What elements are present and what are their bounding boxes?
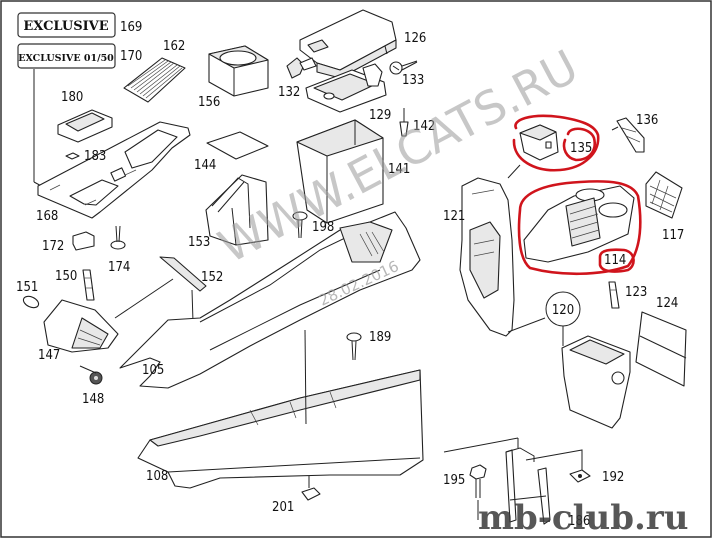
label-121: 121	[443, 209, 465, 224]
part-180-bezel[interactable]	[57, 109, 113, 143]
part-121-frame[interactable]	[459, 177, 515, 337]
label-186: 186	[568, 514, 590, 529]
label-132: 132	[278, 85, 300, 100]
part-105-console-upper[interactable]	[119, 211, 421, 389]
label-114: 114	[604, 253, 626, 268]
label-126: 126	[404, 31, 426, 46]
part-108-console-lower[interactable]	[137, 329, 424, 489]
label-123: 123	[625, 285, 647, 300]
label-141: 141	[388, 162, 410, 177]
part-117-vent-grille[interactable]	[645, 171, 683, 219]
part-147-ashtray[interactable]	[43, 299, 119, 353]
badge-170[interactable]: EXCLUSIVE 01/50	[17, 43, 116, 69]
label-201: 201	[272, 500, 294, 515]
label-172: 172	[42, 239, 64, 254]
watermark-forum: mb-club.ru	[478, 498, 688, 538]
badge-170-text: EXCLUSIVE 01/50	[18, 53, 114, 64]
highlight-ring-114-label	[598, 248, 635, 273]
part-195-bolt[interactable]	[469, 464, 487, 520]
part-192-clip[interactable]	[525, 449, 591, 483]
part-152-trim-strip[interactable]	[114, 256, 207, 323]
part-123-socket[interactable]	[608, 281, 620, 309]
label-144: 144	[194, 158, 216, 173]
label-124: 124	[656, 296, 678, 311]
part-201-clip[interactable]	[301, 476, 321, 501]
label-105: 105	[142, 363, 164, 378]
part-183-clip[interactable]	[65, 152, 80, 160]
part-124-cover[interactable]	[635, 311, 687, 387]
label-183: 183	[84, 149, 106, 164]
label-142: 142	[413, 119, 435, 134]
part-151-bulb[interactable]	[22, 294, 41, 310]
part-172-bracket[interactable]	[72, 231, 95, 251]
part-153-holder[interactable]	[205, 174, 269, 246]
part-114-cupholder[interactable]	[523, 185, 635, 263]
highlight-ring-135-label	[562, 127, 596, 162]
label-150: 150	[55, 269, 77, 284]
label-192: 192	[602, 470, 624, 485]
label-174: 174	[108, 260, 130, 275]
part-141-storage-box[interactable]	[296, 119, 384, 224]
label-133: 133	[402, 73, 424, 88]
highlight-ring-114-part	[517, 180, 642, 276]
part-144-plate[interactable]	[206, 131, 269, 160]
callout-circle-120	[545, 291, 581, 327]
label-156: 156	[198, 95, 220, 110]
badge-169-text: EXCLUSIVE	[23, 19, 108, 34]
part-126-armrest-lid[interactable]	[299, 9, 397, 79]
label-195: 195	[443, 473, 465, 488]
label-136: 136	[636, 113, 658, 128]
part-148-nut[interactable]	[79, 365, 103, 385]
label-170: 170	[120, 49, 142, 64]
label-117: 117	[662, 228, 684, 243]
part-142-pin[interactable]	[399, 108, 409, 137]
part-186-bracket[interactable]	[443, 437, 551, 525]
part-156-cup-insert[interactable]	[208, 45, 269, 97]
part-136-bracket[interactable]	[611, 117, 645, 153]
highlight-ring-135-part	[512, 114, 600, 172]
label-148: 148	[82, 392, 104, 407]
label-169: 169	[120, 20, 142, 35]
label-152: 152	[201, 270, 223, 285]
label-129: 129	[369, 108, 391, 123]
part-162-ribbed-mat[interactable]	[123, 57, 186, 103]
label-180: 180	[61, 90, 83, 105]
part-120-assembly[interactable]	[507, 317, 631, 429]
label-120: 120	[552, 303, 574, 318]
part-189-screw[interactable]	[346, 332, 362, 361]
part-198-screw[interactable]	[292, 211, 308, 239]
label-135: 135	[570, 141, 592, 156]
part-168-trim-panel[interactable]	[37, 121, 191, 219]
label-198: 198	[312, 220, 334, 235]
part-150-socket[interactable]	[82, 269, 95, 301]
label-151: 151	[16, 280, 38, 295]
label-108: 108	[146, 469, 168, 484]
label-153: 153	[188, 235, 210, 250]
part-129-storage-tray[interactable]	[305, 63, 387, 113]
badge-169[interactable]: EXCLUSIVE	[17, 12, 116, 38]
label-189: 189	[369, 330, 391, 345]
part-132-latch[interactable]	[286, 57, 317, 79]
label-168: 168	[36, 209, 58, 224]
part-174-screw[interactable]	[110, 225, 126, 250]
label-147: 147	[38, 348, 60, 363]
part-135-switch[interactable]	[507, 124, 559, 179]
part-133-screw[interactable]	[389, 60, 418, 75]
label-162: 162	[163, 39, 185, 54]
